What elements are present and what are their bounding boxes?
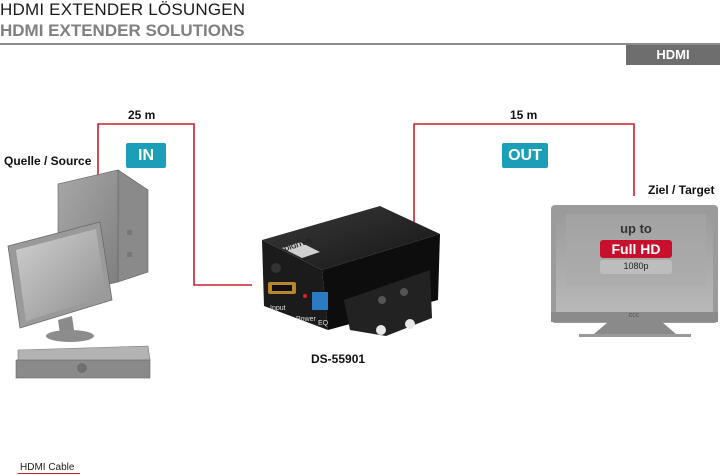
- source-label: Quelle / Source: [4, 154, 92, 168]
- hdmi-cable-out: [413, 123, 635, 222]
- cable-out-length-label: 15 m: [510, 108, 538, 122]
- tv-fullhd-text: Full HD: [611, 241, 661, 257]
- target-label: Ziel / Target: [648, 183, 715, 197]
- header-divider: [0, 43, 720, 45]
- source-pc-monitor: [7, 221, 113, 342]
- source-player-box: [15, 345, 151, 379]
- legend-hdmi-cable-line: [18, 473, 80, 474]
- tv-resolution-text: 1080p: [623, 261, 649, 271]
- out-badge: OUT: [502, 143, 548, 168]
- cable-in-length-label: 25 m: [128, 108, 156, 122]
- device-model-label: DS-55901: [311, 352, 366, 366]
- tv-upto-text: up to: [620, 221, 652, 236]
- device-power-label: Power: [296, 316, 316, 323]
- target-tv: [551, 205, 718, 337]
- device-eq-label: EQ: [318, 320, 329, 327]
- tv-brand-text: ccc: [628, 312, 640, 319]
- page-title-german: HDMI EXTENDER LÖSUNGEN: [0, 0, 246, 19]
- page-title-english: HDMI EXTENDER SOLUTIONS: [0, 21, 245, 40]
- legend-hdmi-cable-label: HDMI Cable: [20, 462, 75, 473]
- device-input-port-label: Input: [270, 305, 286, 312]
- in-badge: IN: [126, 143, 166, 168]
- hdmi-extender-device: [262, 206, 440, 336]
- hdmi-category-tag: HDMI: [626, 45, 720, 65]
